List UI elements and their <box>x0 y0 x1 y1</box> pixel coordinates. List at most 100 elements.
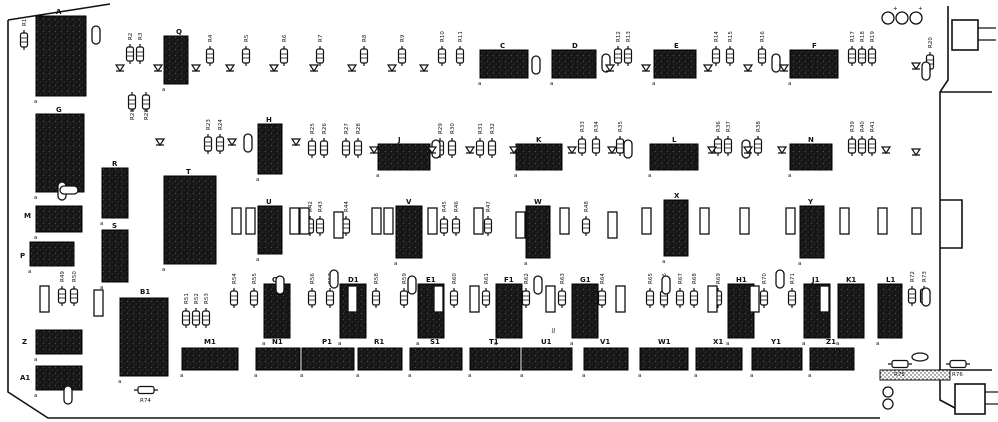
resistor-label: R46 <box>454 201 460 212</box>
ic-chip-g1: G1a <box>570 276 599 347</box>
resistor-label: R26 <box>322 123 328 134</box>
ic-chip-t1: T1a <box>468 338 521 379</box>
resistor-label: R60 <box>452 273 458 284</box>
ic-body <box>377 143 431 171</box>
ic-chip-h: Ha <box>256 116 283 183</box>
resistor-label: R53 <box>204 293 210 304</box>
capacitor <box>615 285 626 313</box>
resistor-label: R58 <box>374 273 380 284</box>
ic-chip-p: Pa <box>20 241 75 275</box>
svg-text:+: + <box>893 6 898 12</box>
diode <box>386 64 398 73</box>
capacitor-oval <box>59 185 79 195</box>
ic-body <box>751 347 803 371</box>
ic-label: J1 <box>811 276 820 284</box>
resistor-label: R65 <box>648 273 654 284</box>
resistor-r14: R14 <box>711 31 721 66</box>
pin1-marker: a <box>34 235 37 241</box>
resistor-body <box>57 288 67 304</box>
diode <box>154 138 166 147</box>
ic-label: P1 <box>322 338 332 346</box>
resistor-label: R56 <box>310 273 316 284</box>
resistor-body <box>521 290 531 306</box>
resistor-r75: R75 <box>888 359 912 378</box>
resistor-r43: R43 <box>315 201 325 236</box>
resistor-body <box>847 48 857 64</box>
pin1-marker: a <box>408 373 411 379</box>
ic-chip-x1: X1a <box>694 338 743 379</box>
ic-chip-t: Ta <box>162 168 217 273</box>
ic-body <box>521 347 573 371</box>
resistor-label: R45 <box>442 201 448 212</box>
diode <box>910 62 922 71</box>
resistor-body <box>127 94 137 110</box>
resistor-label: R21 <box>130 109 136 120</box>
pin1-marker: a <box>34 393 37 399</box>
ic-label: V <box>406 198 412 206</box>
pin1-marker: a <box>34 195 37 201</box>
resistor-label: R59 <box>402 273 408 284</box>
ic-label: M <box>24 212 31 220</box>
resistor-r23: R23 <box>203 119 213 154</box>
resistor-body <box>137 385 155 395</box>
ic-chip-n: Na <box>788 136 833 179</box>
resistor-body <box>449 290 459 306</box>
resistor-label: R6 <box>282 34 288 42</box>
resistor-body <box>867 138 877 154</box>
capacitor-oval <box>921 287 931 307</box>
pin1-marker: a <box>662 259 665 265</box>
ic-chip-m: Ma <box>24 205 83 241</box>
capacitor <box>347 285 358 313</box>
resistor-r67: R67 <box>675 273 685 308</box>
resistor-label: R51 <box>184 293 190 304</box>
capacitor <box>911 207 922 235</box>
ic-label: K <box>536 136 542 144</box>
ic-chip-m1: M1a <box>180 338 239 379</box>
ic-chip-f: Fa <box>788 42 839 87</box>
resistor-body <box>455 48 465 64</box>
resistor-r39: R39 <box>847 121 857 156</box>
capacitor <box>245 207 256 235</box>
ic-chip-c: Ca <box>478 42 529 87</box>
resistor-body <box>475 140 485 156</box>
pin1-marker: a <box>478 81 481 87</box>
resistor-label: R9 <box>400 34 406 42</box>
ic-chip-v1: V1a <box>582 338 629 379</box>
capacitor <box>427 207 438 235</box>
pin1-marker: a <box>494 341 497 347</box>
resistor-r21: R21 <box>127 92 137 120</box>
power-capacitor <box>895 11 909 25</box>
pin1-marker: a <box>652 81 655 87</box>
pin1-marker: a <box>262 341 265 347</box>
resistor-label: R7 <box>318 34 324 42</box>
resistor-label: R11 <box>458 31 464 42</box>
diode <box>308 64 320 73</box>
corner-regulator-bottom <box>954 383 986 415</box>
ic-chip-d: Da <box>550 42 597 87</box>
resistor-label: R8 <box>362 34 368 42</box>
resistor-body <box>191 310 201 326</box>
ic-label: W1 <box>658 338 671 346</box>
resistor-r26: R26 <box>319 123 329 158</box>
resistor-label: R17 <box>850 31 856 42</box>
resistor-body <box>949 359 967 369</box>
ic-label: B1 <box>140 288 150 296</box>
resistor-r4: R4 <box>205 34 215 66</box>
resistor-body <box>891 359 909 369</box>
resistor-label: R22 <box>144 109 150 120</box>
ic-body <box>799 205 825 259</box>
resistor-r71: R71 <box>787 273 797 308</box>
resistor-r31: R31 <box>475 123 485 158</box>
resistor-r28: R28 <box>353 123 363 158</box>
resistor-body <box>615 138 625 154</box>
resistor-body <box>613 48 623 64</box>
resistor-body <box>201 310 211 326</box>
resistor-r13: R13 <box>623 31 633 66</box>
ic-body <box>163 35 189 85</box>
ic-label: L <box>672 136 677 144</box>
small-capacitor <box>882 398 894 410</box>
resistor-r55: R55 <box>249 273 259 308</box>
resistor-label: R44 <box>344 201 350 212</box>
ic-label: A <box>56 8 62 16</box>
pin1-marker: a <box>694 373 697 379</box>
